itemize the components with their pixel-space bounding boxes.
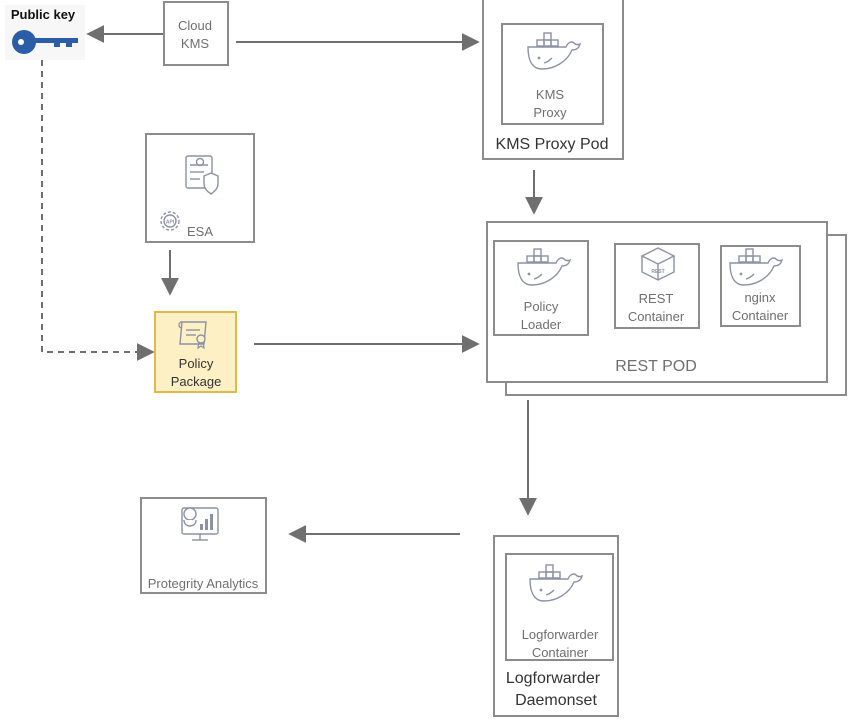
policy-package-label-line1: Policy [179,356,214,371]
public-key-label: Public key [11,7,76,22]
server-shield-icon [185,155,219,195]
rest-pod: Policy Loader REST REST Container nginx … [486,221,847,396]
rest-cube-icon: REST [640,247,676,281]
rest-pod-title: REST POD [615,358,697,375]
certificate-icon [178,321,207,350]
analytics-monitor-icon [181,507,219,541]
svg-text:REST: REST [651,269,664,275]
api-gear-icon: API [160,211,180,231]
rest-container-label-line1: REST [639,291,674,306]
logforwarder-container-label-line2: Container [532,645,589,660]
protegrity-analytics-node: Protegrity Analytics [140,497,267,594]
kms-proxy-pod: KMS Proxy KMS Proxy Pod [482,0,624,160]
esa-node: API ESA [145,133,255,243]
cloud-kms-label-line1: Cloud [178,18,212,33]
policy-loader-label-line2: Loader [521,317,562,332]
esa-label: ESA [187,224,213,239]
logforwarder-daemonset-title-line1: Logforwarder [506,670,601,687]
policy-package-node: Policy Package [154,311,237,393]
kms-proxy-label-line1: KMS [536,87,565,102]
cloud-kms-label-line2: KMS [181,36,210,51]
logforwarder-daemonset-title-line2: Daemonset [515,692,597,709]
logforwarder-container-label-line1: Logforwarder [522,627,599,642]
svg-text:API: API [166,220,175,226]
policy-package-label-line2: Package [171,374,222,389]
arrow-publickey-to-policypackage [41,60,155,361]
nginx-container-label-line1: nginx [744,290,776,305]
kms-proxy-pod-title: KMS Proxy Pod [496,136,609,153]
logforwarder-daemonset: Logforwarder Container Logforwarder Daem… [493,535,619,717]
cloud-kms-node: Cloud KMS [163,1,229,66]
protegrity-analytics-label: Protegrity Analytics [148,576,259,591]
nginx-container-label-line2: Container [732,308,789,323]
key-icon [12,30,78,54]
rest-container-label-line2: Container [628,309,685,324]
policy-loader-label-line1: Policy [524,299,559,314]
kms-proxy-label-line2: Proxy [533,105,567,120]
public-key-node: Public key [5,5,85,60]
